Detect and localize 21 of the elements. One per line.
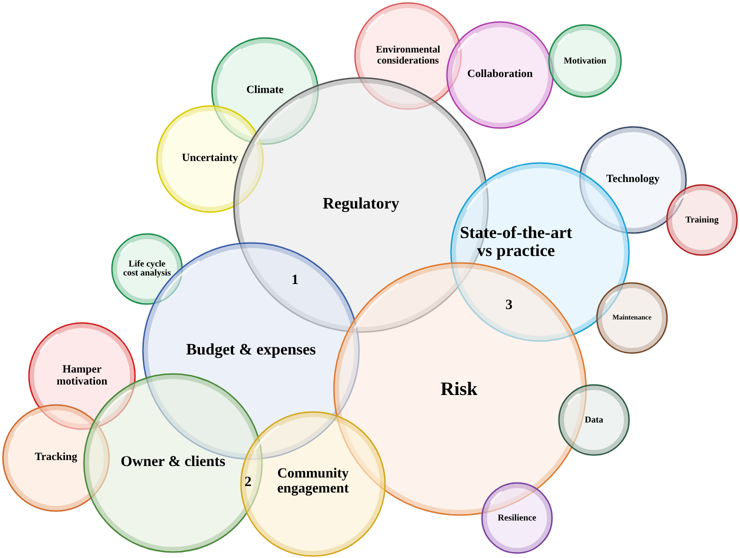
bubble-label: Training — [684, 215, 720, 225]
bubble-label: Hamper motivation — [56, 364, 108, 388]
bubble-label: Technology — [605, 174, 661, 186]
bubble-label: Tracking — [34, 452, 78, 464]
bubble-label: Data — [584, 415, 604, 425]
bubble-label: State-of-the-art vs practice — [458, 224, 574, 260]
overlap-number: 2 — [244, 476, 252, 490]
bubble-label: Life cycle cost analysis — [122, 260, 172, 278]
bubble-label: Owner & clients — [120, 455, 226, 471]
bubble-label: Budget & expenses — [185, 342, 317, 360]
bubble-label: Community engagement — [276, 467, 350, 497]
overlap-number: 3 — [506, 299, 512, 313]
bubble-label: Regulatory — [322, 196, 400, 214]
overlap-number: 1 — [292, 274, 298, 288]
bubble-label: Risk — [440, 380, 478, 400]
bubble-label: Resilience — [496, 513, 538, 523]
bubble-label: Motivation — [562, 56, 608, 66]
bubble-label: Collaboration — [466, 69, 534, 81]
bubble-label: Uncertainty — [180, 153, 240, 165]
bubble-label: Environmental considerations — [374, 46, 442, 66]
bubble-label: Climate — [245, 85, 285, 97]
